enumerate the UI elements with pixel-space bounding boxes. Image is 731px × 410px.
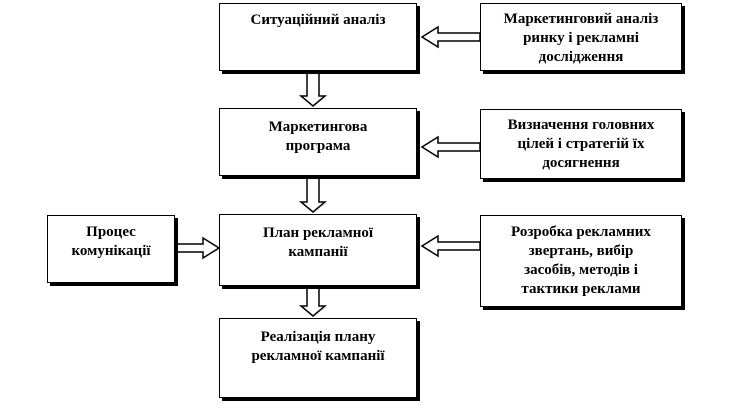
box-plan-implementation: Реалізація плану рекламної кампанії <box>219 318 417 398</box>
box-marketing-program: Маркетингова програма <box>219 108 417 176</box>
box-plan-implementation-label: Реалізація плану рекламної кампанії <box>251 329 385 364</box>
arrow-left-goals-to-program <box>420 135 481 159</box>
box-market-research: Маркетинговий аналіз ринку і рекламні до… <box>480 3 682 71</box>
arrow-down-program-to-plan <box>298 177 328 213</box>
arrow-right-communication-to-plan <box>176 236 221 260</box>
box-campaign-plan: План рекламної кампанії <box>219 214 417 286</box>
box-ad-development-label: Розробка рекламних звертань, вибір засоб… <box>511 224 651 297</box>
box-situational-analysis: Ситуаційний аналіз <box>219 3 417 71</box>
box-communication-process-label: Процес комунікації <box>71 224 151 259</box>
box-goals-strategies: Визначення головних цілей і стратегій їх… <box>480 109 682 179</box>
box-situational-analysis-label: Ситуаційний аналіз <box>250 12 386 28</box>
box-communication-process: Процес комунікації <box>47 215 175 283</box>
box-goals-strategies-label: Визначення головних цілей і стратегій їх… <box>507 117 655 171</box>
box-marketing-program-label: Маркетингова програма <box>268 119 368 154</box>
arrow-down-situational-to-program <box>298 72 328 107</box>
arrow-left-development-to-plan <box>420 234 481 258</box>
box-campaign-plan-label: План рекламної кампанії <box>262 225 374 260</box>
arrow-left-research-to-situational <box>420 25 481 49</box>
arrow-down-plan-to-implementation <box>298 287 328 317</box>
box-ad-development: Розробка рекламних звертань, вибір засоб… <box>480 215 682 307</box>
box-market-research-label: Маркетинговий аналіз ринку і рекламні до… <box>503 11 659 65</box>
